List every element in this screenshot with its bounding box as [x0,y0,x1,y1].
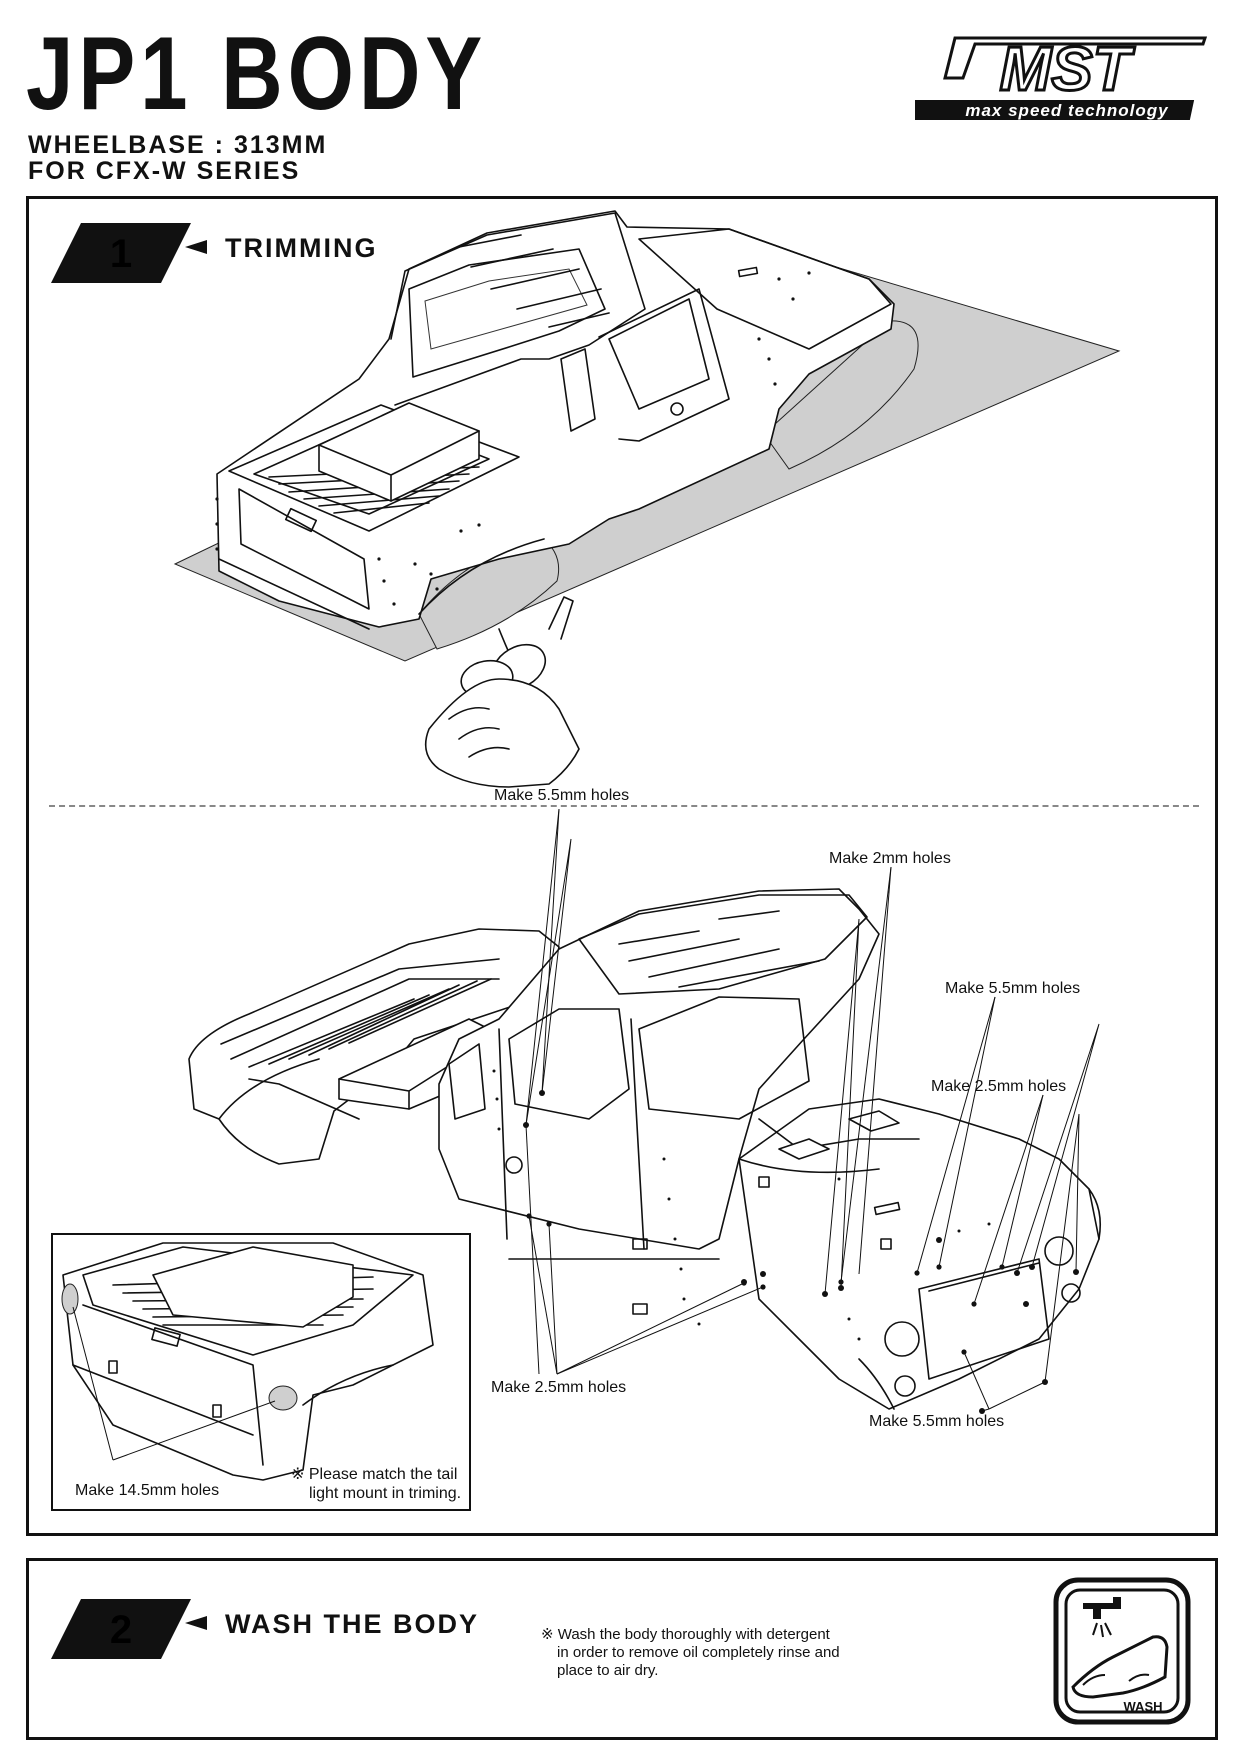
callout-leaders-overlay [523,808,1048,1414]
step-1-label: TRIMMING [225,233,378,263]
faucet-icon [1083,1597,1121,1619]
callout-holes-5-5-bottom: Make 5.5mm holes [869,1413,1005,1430]
step-2-number: 2 [110,1608,132,1652]
inset-note-line-1: ※ Please match the tail [291,1466,458,1483]
front-wheel-arch [763,320,919,470]
wash-section: 2 WASH THE BODY ※ Wash the body thorough… [26,1558,1218,1740]
page-title: JP1 BODY [26,16,488,132]
callout-holes-2: Make 2mm holes [829,850,951,867]
inset-illustration [61,1242,434,1481]
wash-note-line-1: ※ Wash the body thoroughly with detergen… [541,1626,830,1643]
callout-holes-2-5-right: Make 2.5mm holes [931,1078,1067,1095]
logo-mark: MST max speed technology [915,34,1208,120]
body-shell-icon [1071,1635,1169,1699]
wash-icon: WASH [1053,1577,1191,1725]
series-spec: FOR CFX-W SERIES [28,157,301,185]
callout-holes-2-5-bottom: Make 2.5mm holes [491,1379,627,1396]
step-1-number: 1 [110,232,132,276]
callout-holes-5-5-top: Make 5.5mm holes [494,787,630,804]
callout-holes-5-5-right: Make 5.5mm holes [945,980,1081,997]
step-2-label: WASH THE BODY [225,1609,480,1639]
tail-light-inset: Make 14.5mm holes ※ Please match the tai… [51,1233,471,1511]
logo-text: MST [1000,35,1136,104]
rear-wheel-arch [418,536,560,650]
wheelbase-spec: WHEELBASE : 313MM [28,131,328,159]
wash-note-line-3: place to air dry. [557,1662,659,1679]
logo-tagline: max speed technology [965,101,1169,120]
callout-holes-14-5: Make 14.5mm holes [75,1482,220,1499]
step-2-badge: 2 [51,1599,191,1659]
tail-light-hole-right [268,1385,298,1411]
section-divider [49,805,1199,807]
callout-leaders [525,838,1100,1383]
wash-icon-label: WASH [1124,1699,1163,1714]
step-1-badge: 1 [51,223,191,283]
trimming-section: 1 TRIMMING [26,196,1218,1536]
tail-light-hole-left [61,1283,79,1315]
hand-icon [424,678,580,788]
wash-note-line-2: in order to remove oil completely rinse … [557,1644,840,1661]
inset-note-line-2: light mount in triming. [309,1485,462,1502]
trimming-illustration [173,210,1121,788]
pointer-icon [185,1616,207,1630]
truck-body-top [215,210,895,630]
pointer-icon [185,240,207,254]
mst-logo: MST max speed technology [915,34,1208,120]
